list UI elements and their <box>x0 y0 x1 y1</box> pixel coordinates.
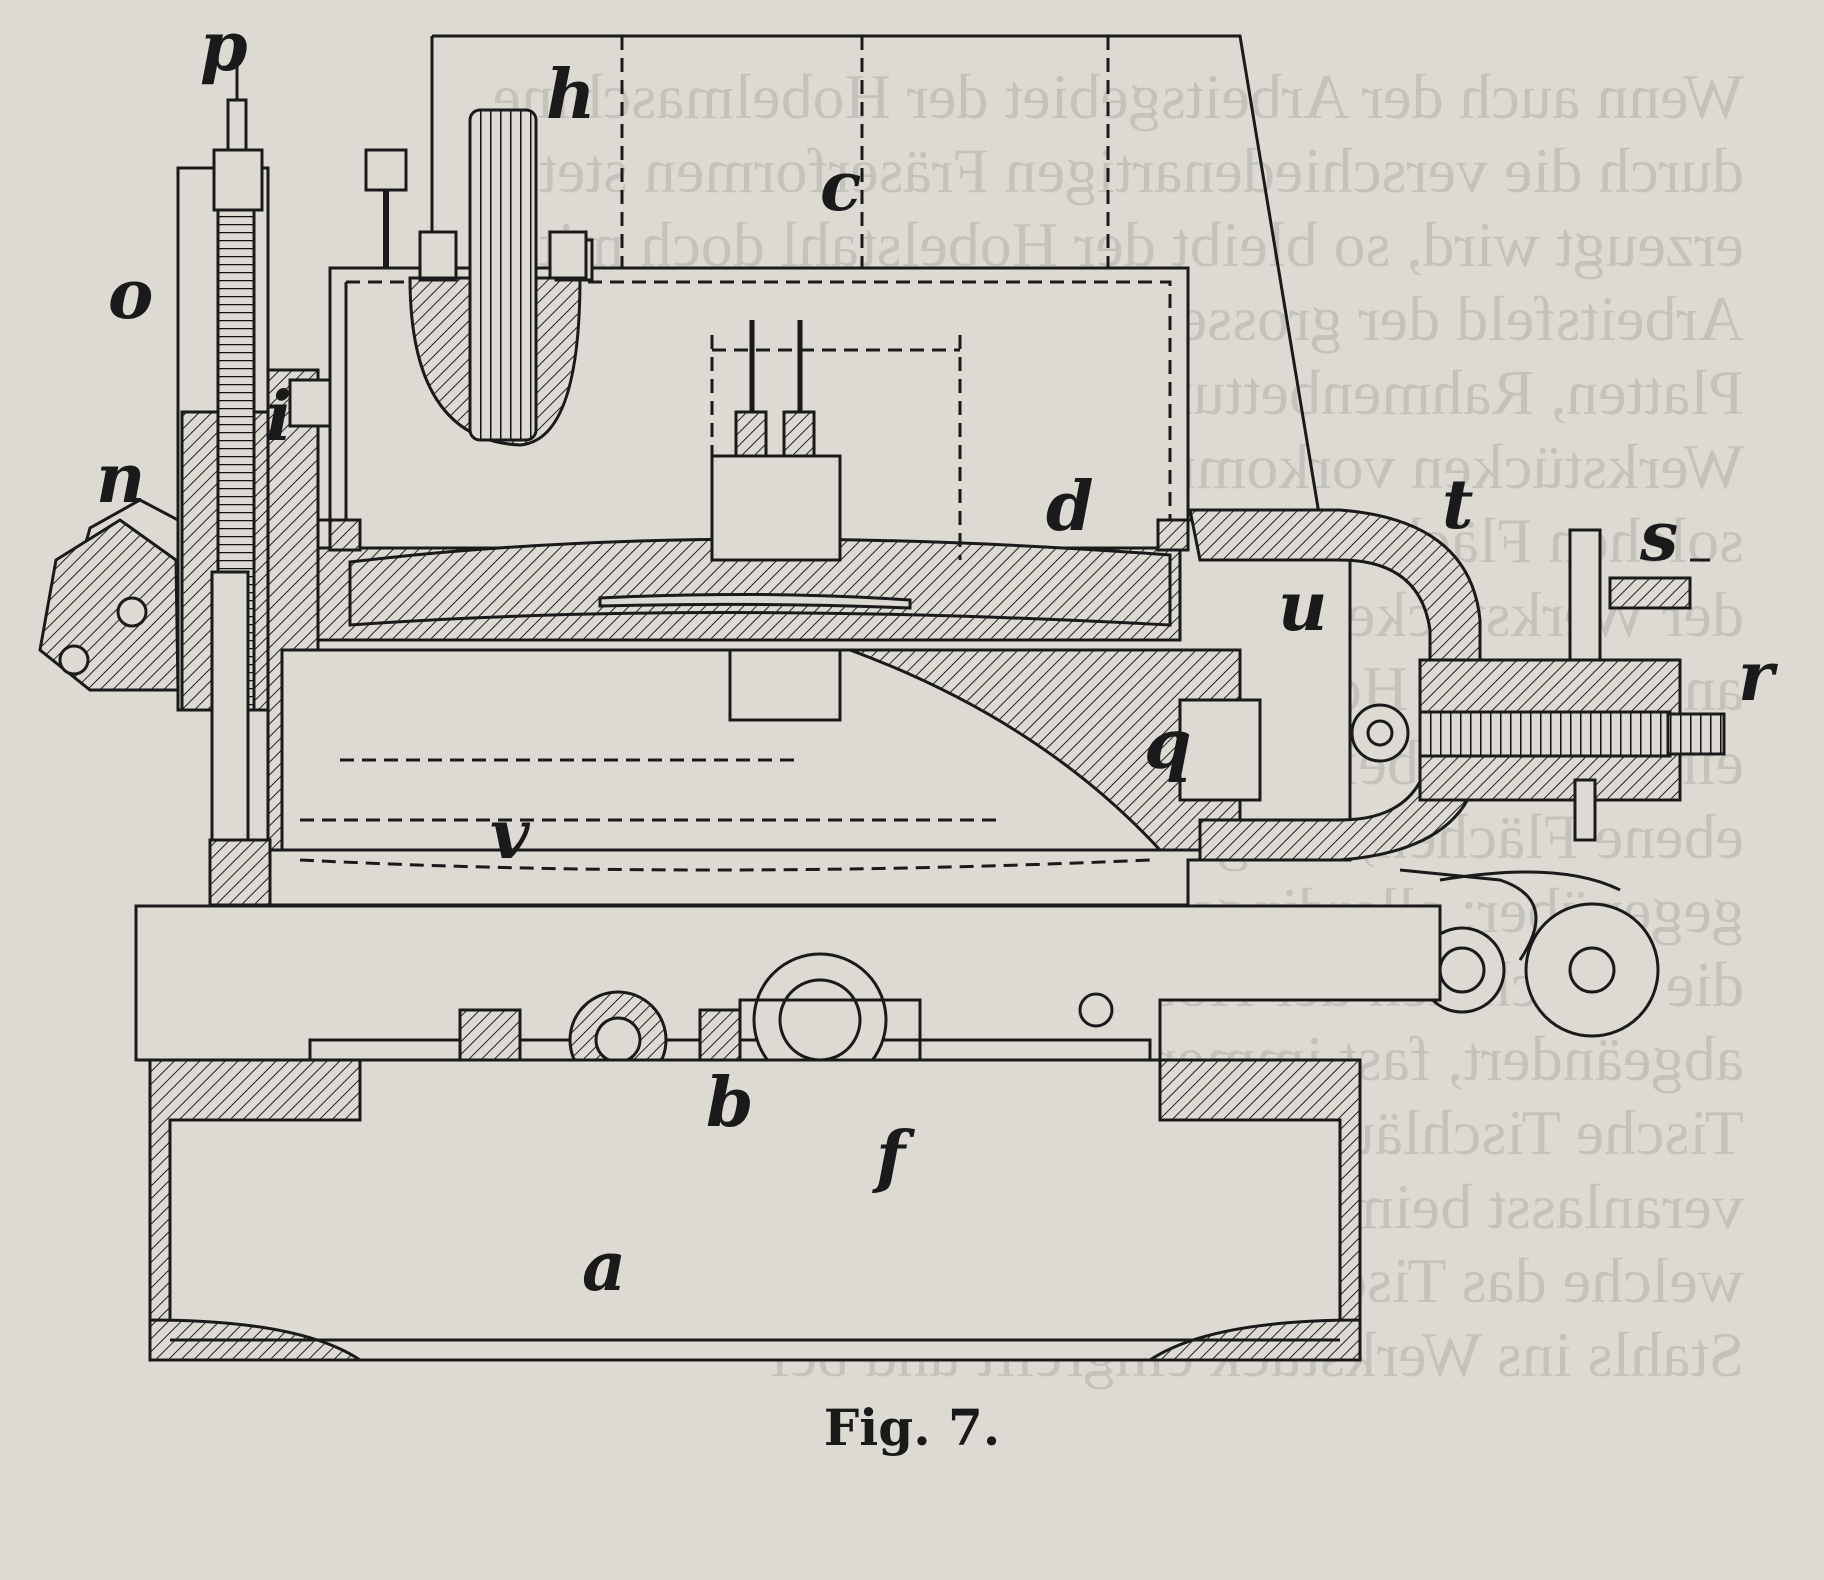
label-u: u <box>1278 567 1327 647</box>
label-t: t <box>1442 465 1473 545</box>
label-s: s <box>1639 497 1678 577</box>
label-h: h <box>546 55 595 135</box>
label-q: q <box>1144 705 1192 785</box>
label-d: d <box>1046 467 1094 547</box>
label-r: r <box>1738 637 1778 717</box>
right-bracket <box>1188 508 1726 961</box>
technical-drawing: p h c o i n d t s u r q v b f a <box>38 7 1778 1362</box>
label-a: a <box>582 1227 626 1307</box>
label-c: c <box>820 147 861 227</box>
label-v: v <box>490 795 531 875</box>
rollers <box>1348 870 1660 1038</box>
label-i: i <box>266 377 292 457</box>
label-b: b <box>706 1063 754 1143</box>
left-column <box>38 40 332 907</box>
label-o: o <box>108 255 153 335</box>
central-post <box>710 320 962 562</box>
slide-q-v <box>280 648 1262 872</box>
label-n: n <box>96 439 145 519</box>
base-a <box>148 1058 1362 1362</box>
figure-caption: Fig. 7. <box>823 1398 1001 1457</box>
label-p: p <box>200 7 248 87</box>
